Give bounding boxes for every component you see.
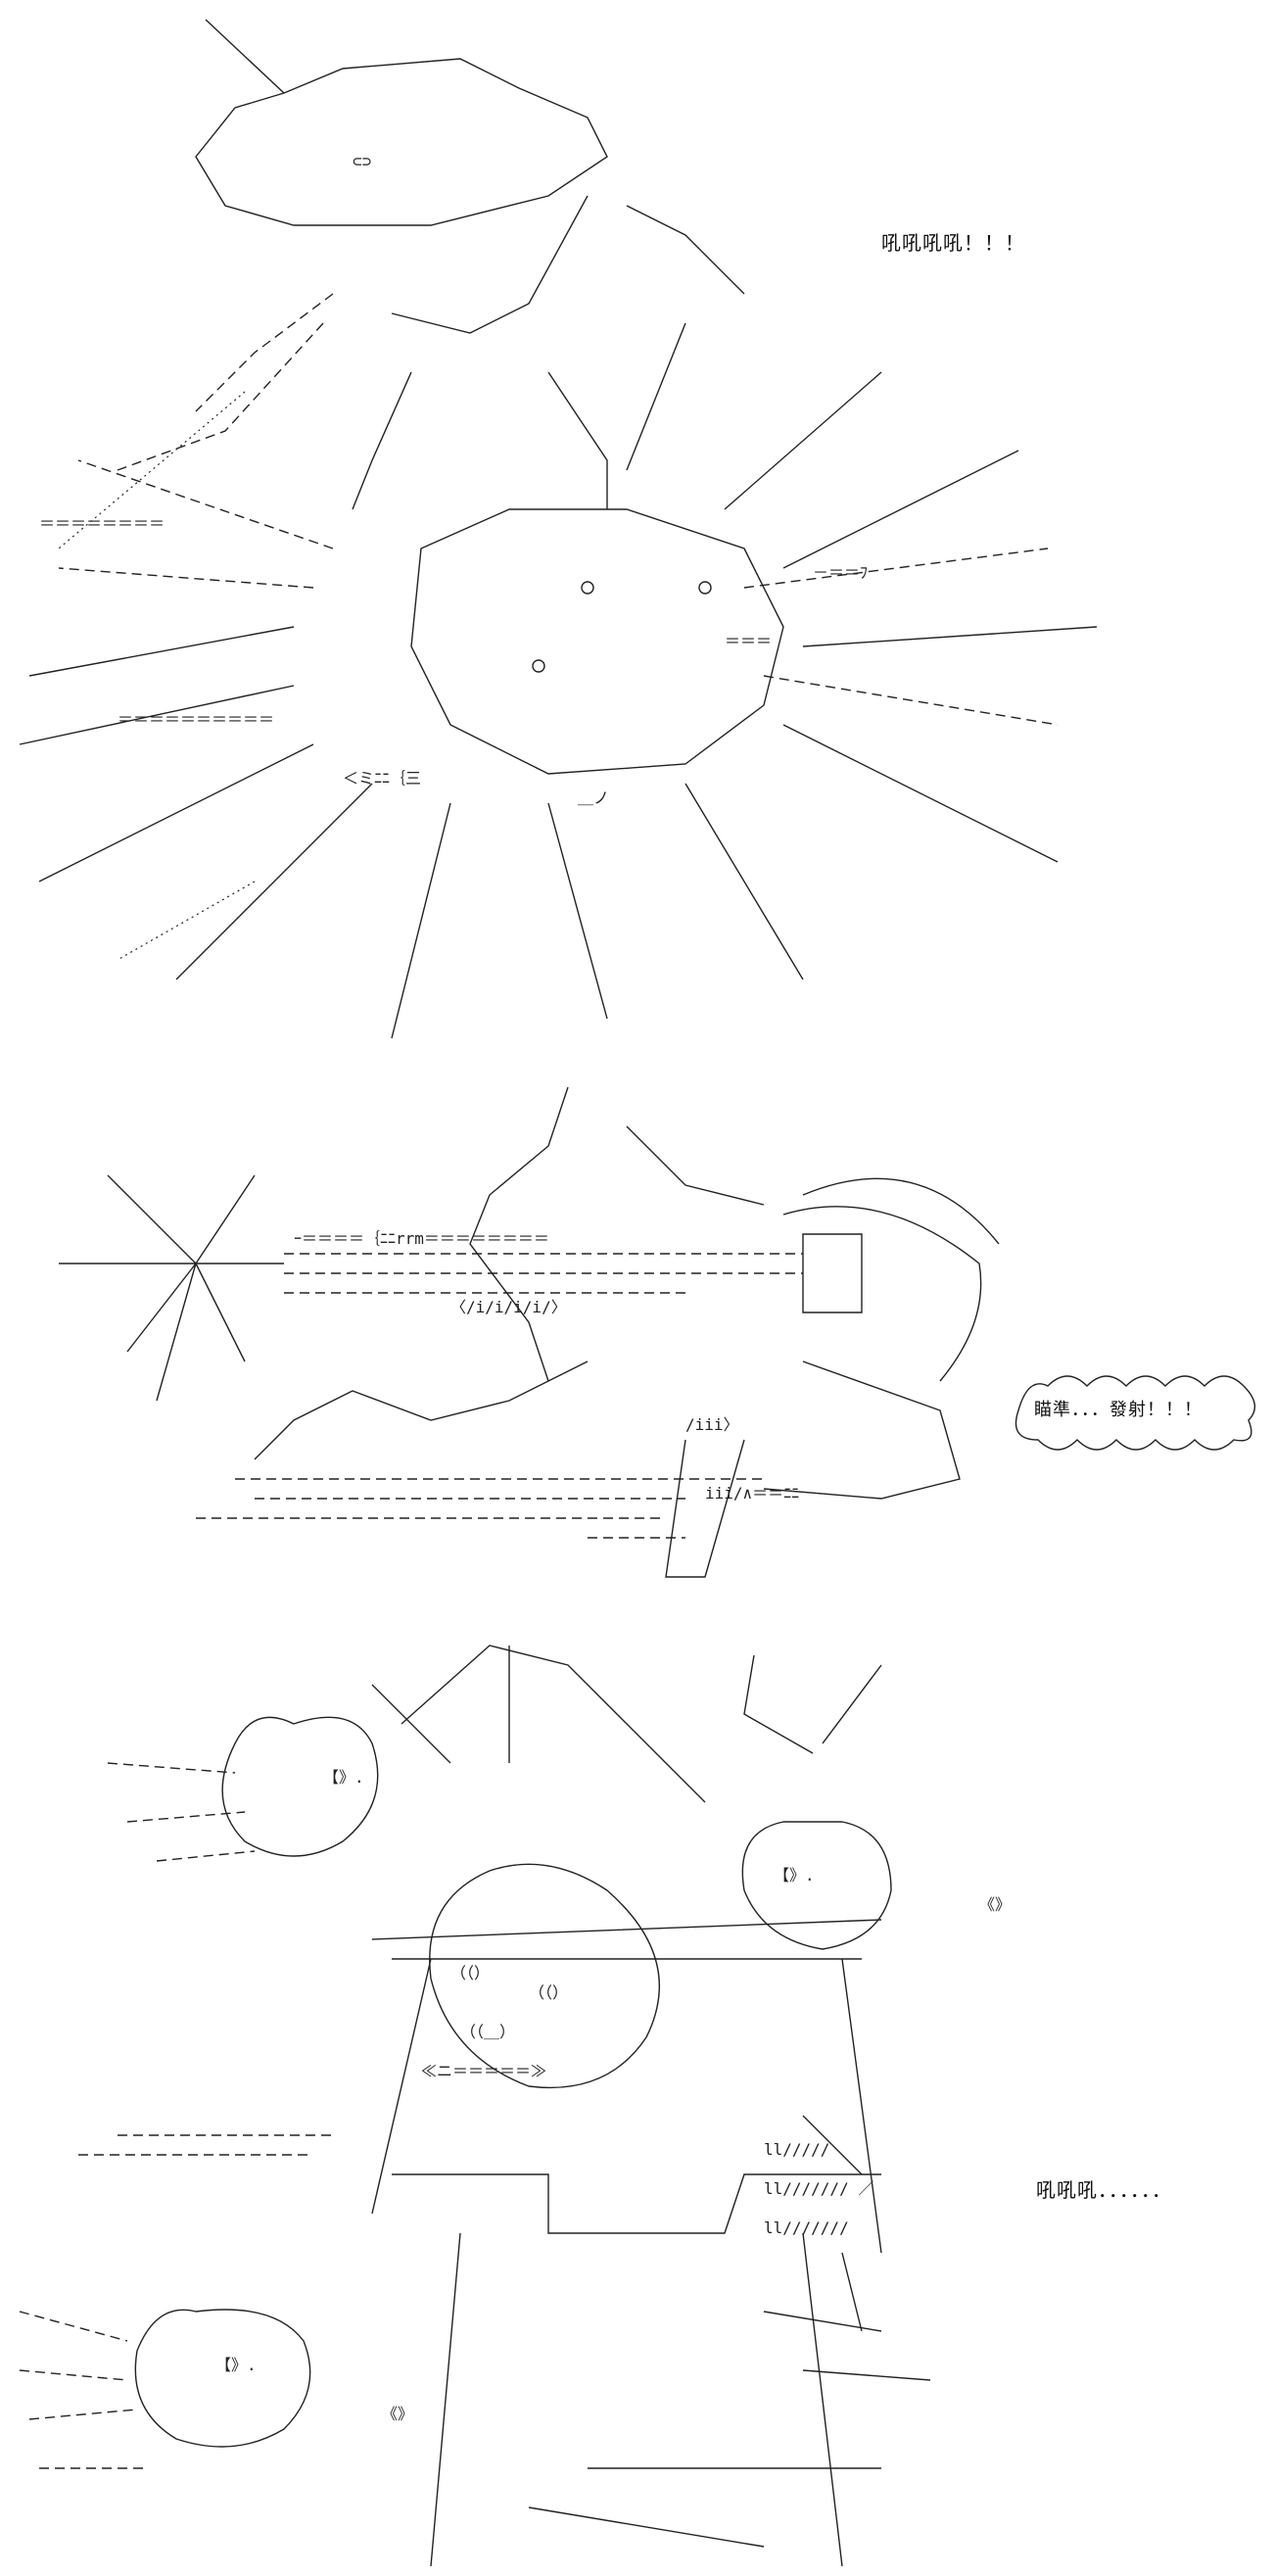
- svg-text:ll/////// ／: ll/////// ／: [764, 2179, 873, 2198]
- svg-text:（（＿）: （（＿）: [460, 2023, 515, 2041]
- panel-1: ⊂⊃ ＝＝＝＝＝＝＝＝ ＝＝＝＝＝＝＝＝＝＝ ＝＝＝ －＝＝ﾌ ＜ミﾆﾆ｛三 ＿…: [0, 0, 1273, 1048]
- svg-text:《》: 《》: [382, 2405, 413, 2423]
- svg-text:iii/∧＝＝ﾆﾆ: iii/∧＝＝ﾆﾆ: [705, 1484, 799, 1503]
- panel-3-caption: 吼吼吼．．．．．．: [1036, 2178, 1172, 2202]
- svg-text:（（）: （（）: [529, 1983, 568, 2002]
- svg-text:－＝＝ﾌ: －＝＝ﾌ: [813, 563, 868, 582]
- svg-text:＿ノ: ＿ノ: [578, 788, 609, 807]
- svg-text:＝＝＝＝＝＝＝＝: ＝＝＝＝＝＝＝＝: [39, 514, 165, 533]
- panel-1-ascii-art: ⊂⊃ ＝＝＝＝＝＝＝＝ ＝＝＝＝＝＝＝＝＝＝ ＝＝＝ －＝＝ﾌ ＜ミﾆﾆ｛三 ＿…: [19, 19, 1098, 1039]
- svg-text:（（）: （（）: [450, 1964, 490, 1982]
- svg-text:《》: 《》: [979, 1895, 1011, 1914]
- svg-text:＝＝＝＝＝＝＝＝＝＝: ＝＝＝＝＝＝＝＝＝＝: [118, 710, 274, 729]
- panel-1-caption: 吼吼吼吼！！！: [881, 231, 1025, 255]
- panel-2-ascii-art: ｰ＝＝＝＝｛ﾆﾆrrm＝＝＝＝＝＝＝＝ 〈/i/i/i/i/〉 /iii〉 ii…: [59, 1086, 1000, 1578]
- panel-2-speech-bubble: [1014, 1375, 1256, 1451]
- svg-text:ll///////: ll///////: [764, 2218, 849, 2237]
- svg-text:ｰ＝＝＝＝｛ﾆﾆrrm＝＝＝＝＝＝＝＝: ｰ＝＝＝＝｛ﾆﾆrrm＝＝＝＝＝＝＝＝: [294, 1229, 549, 1248]
- panel-2: ｰ＝＝＝＝｛ﾆﾆrrm＝＝＝＝＝＝＝＝ 〈/i/i/i/i/〉 /iii〉 ii…: [0, 1068, 1273, 1616]
- panel-2-caption: 瞄準．．．發射！！！: [1034, 1400, 1202, 1420]
- svg-text:≪ニ＝＝＝＝＝≫: ≪ニ＝＝＝＝＝≫: [421, 2062, 546, 2080]
- svg-text:＝＝＝: ＝＝＝: [725, 632, 772, 650]
- svg-text:【》.: 【》.: [323, 1768, 364, 1787]
- svg-text:⊂⊃: ⊂⊃: [353, 152, 371, 170]
- svg-text:＜ミﾆﾆ｛三: ＜ミﾆﾆ｛三: [343, 769, 421, 787]
- svg-text:ll/////: ll/////: [764, 2140, 829, 2159]
- svg-text:【》.: 【》.: [215, 2356, 257, 2374]
- svg-text:/iii〉: /iii〉: [685, 1415, 739, 1434]
- svg-text:〈/i/i/i/i/〉: 〈/i/i/i/i/〉: [450, 1298, 567, 1316]
- panel-3: 【》. （（） （（） （（＿） ≪ニ＝＝＝＝＝≫ 【》. 《》 【》. 《》 …: [0, 1626, 1273, 2576]
- svg-text:【》.: 【》.: [774, 1866, 815, 1884]
- panel-3-ascii-art: 【》. （（） （（） （（＿） ≪ニ＝＝＝＝＝≫ 【》. 《》 【》. 《》 …: [19, 1645, 1011, 2567]
